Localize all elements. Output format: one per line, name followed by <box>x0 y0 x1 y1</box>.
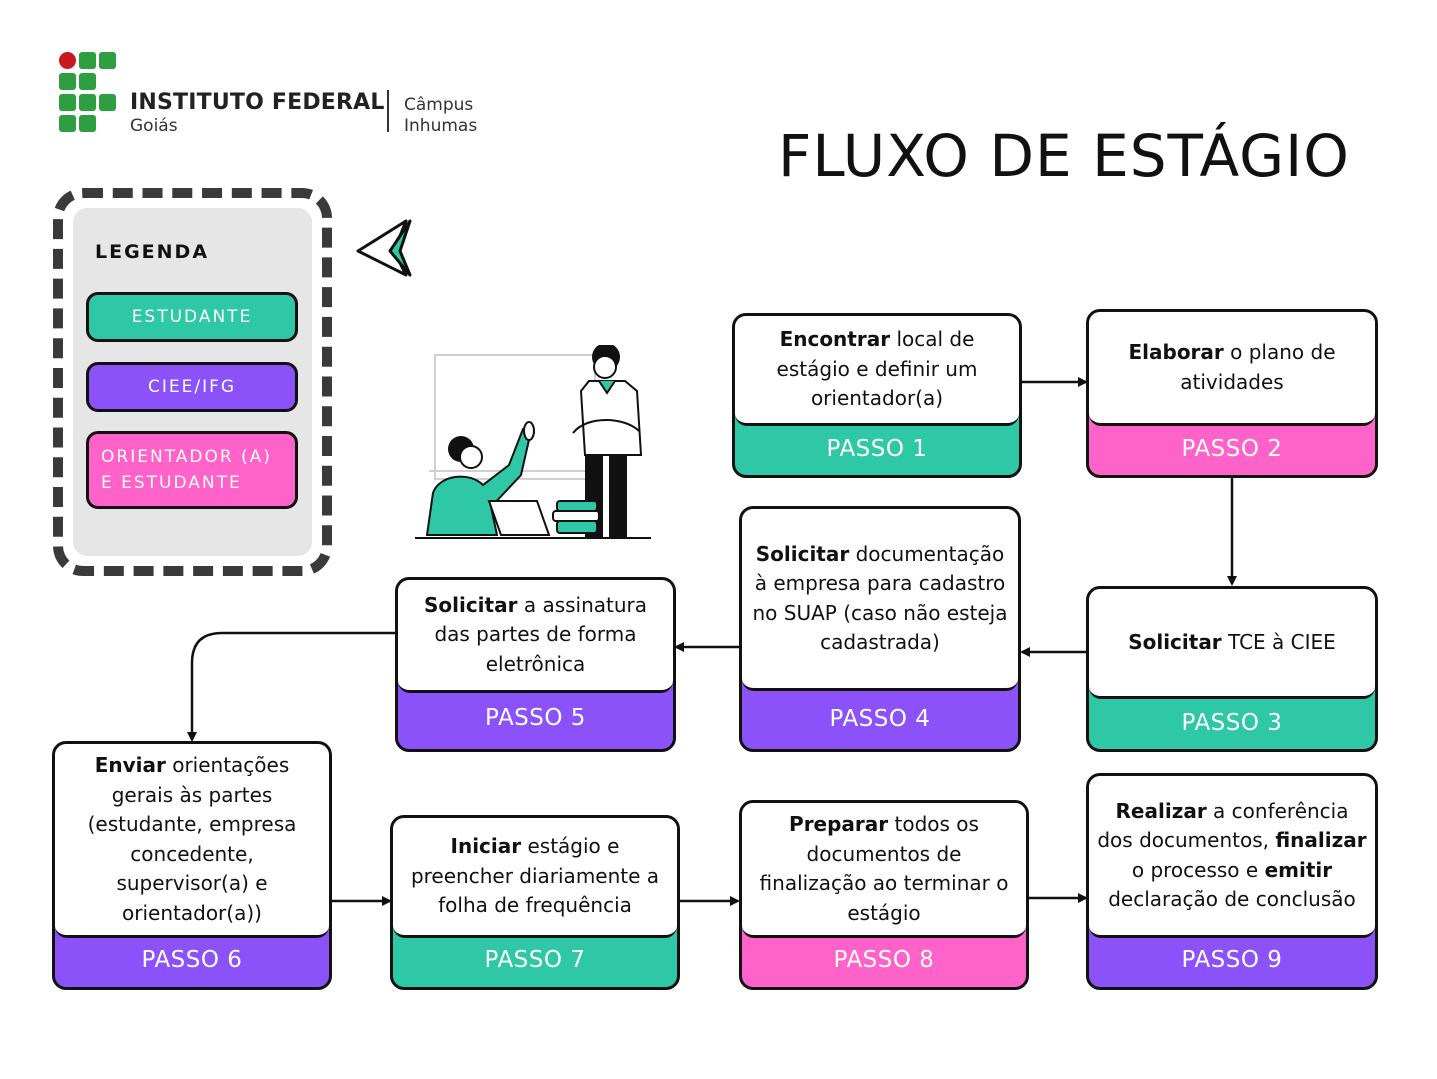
classroom-illustration <box>415 345 651 539</box>
step-4-label: PASSO 4 <box>829 706 931 732</box>
step-8: Preparar todos os documentos de finaliza… <box>739 800 1029 990</box>
step-9-label: PASSO 9 <box>1181 946 1283 973</box>
step-2-label: PASSO 2 <box>1181 436 1283 462</box>
legend-item-ciee-ifg: CIEE/IFG <box>86 362 298 412</box>
step-5-text: Solicitar a assinatura das partes de for… <box>398 580 673 693</box>
logo-campus: Câmpus Inhumas <box>404 95 477 137</box>
logo-campus-line1: Câmpus <box>404 95 474 115</box>
step-9-text: Realizar a conferência dos documentos, f… <box>1089 776 1375 938</box>
step-1: Encontrar local de estágio e definir um … <box>732 313 1022 478</box>
legend-item-estudante: ESTUDANTE <box>86 292 298 342</box>
step-7-text: Iniciar estágio e preencher diariamente … <box>393 818 677 938</box>
step-2-text: Elaborar o plano de atividades <box>1089 312 1375 426</box>
step-4: Solicitar documentação à empresa para ca… <box>739 506 1021 752</box>
logo-state: Goiás <box>130 116 178 136</box>
step-7: Iniciar estágio e preencher diariamente … <box>390 815 680 990</box>
arrow-step5-to-step6 <box>187 631 396 742</box>
pointer-arrow-icon <box>356 219 412 277</box>
step-3-label: PASSO 3 <box>1181 710 1283 736</box>
legend-frame <box>53 188 332 576</box>
legend-item-orientador-estudante: ORIENTADOR (A) E ESTUDANTE <box>86 431 298 509</box>
step-9: Realizar a conferência dos documentos, f… <box>1086 773 1378 990</box>
step-5-label: PASSO 5 <box>485 705 586 731</box>
page-title: FLUXO DE ESTÁGIO <box>778 122 1350 190</box>
step-4-text: Solicitar documentação à empresa para ca… <box>742 509 1018 691</box>
logo-mark <box>57 50 123 134</box>
step-8-text: Preparar todos os documentos de finaliza… <box>742 803 1026 938</box>
step-1-text: Encontrar local de estágio e definir um … <box>735 316 1019 426</box>
logo-divider <box>387 90 389 132</box>
step-5: Solicitar a assinatura das partes de for… <box>395 577 676 752</box>
institute-logo: INSTITUTO FEDERAL Goiás Câmpus Inhumas <box>57 50 497 140</box>
step-6: Enviar orientações gerais às partes (est… <box>52 741 332 990</box>
step-1-label: PASSO 1 <box>826 436 928 462</box>
legend-title: LEGENDA <box>95 241 210 263</box>
step-6-label: PASSO 6 <box>141 946 243 973</box>
step-7-label: PASSO 7 <box>484 946 586 973</box>
logo-name: INSTITUTO FEDERAL <box>130 90 385 115</box>
step-3: Solicitar TCE à CIEE PASSO 3 <box>1086 586 1378 752</box>
step-8-label: PASSO 8 <box>833 946 935 973</box>
step-6-text: Enviar orientações gerais às partes (est… <box>55 744 329 938</box>
step-3-text: Solicitar TCE à CIEE <box>1089 589 1375 699</box>
logo-campus-line2: Inhumas <box>404 116 478 136</box>
step-2: Elaborar o plano de atividades PASSO 2 <box>1086 309 1378 478</box>
